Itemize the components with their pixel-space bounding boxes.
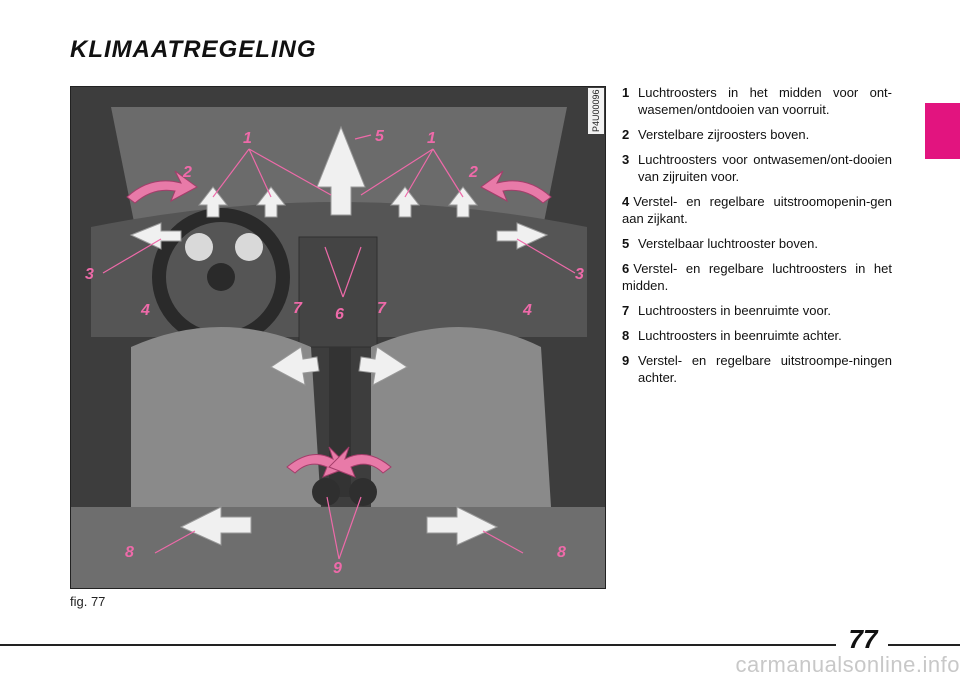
legend-number: 1 <box>622 85 630 100</box>
legend-number: 6 <box>622 261 630 276</box>
legend-number: 9 <box>622 353 630 368</box>
callout-8-right: 8 <box>557 544 566 561</box>
legend-text: Verstel- en regelbare luchtroosters in h… <box>622 261 892 293</box>
interior-illustration: 1 1 2 2 3 3 4 4 5 6 7 7 8 8 9 <box>71 87 605 588</box>
legend-item: 5 Verstelbaar luchtrooster boven. <box>622 235 892 252</box>
legend-number: 7 <box>622 303 630 318</box>
callout-7-right: 7 <box>377 300 387 317</box>
legend-text: Verstelbaar luchtrooster boven. <box>638 236 818 251</box>
callout-9: 9 <box>333 560 342 577</box>
legend-text: Luchtroosters in het midden voor ont-was… <box>638 85 892 117</box>
legend-item: 1 Luchtroosters in het midden voor ont-wa… <box>622 84 892 118</box>
legend-text: Luchtroosters voor ontwasemen/ont-dooien… <box>638 152 892 184</box>
callout-3-left: 3 <box>85 266 94 283</box>
legend-number: 5 <box>622 236 630 251</box>
callout-1-left: 1 <box>243 130 252 147</box>
page-number: 77 <box>848 624 878 654</box>
legend-text: Luchtroosters in beenruimte achter. <box>638 328 842 343</box>
figure-car-interior: 1 1 2 2 3 3 4 4 5 6 7 7 8 8 9 <box>70 86 606 589</box>
legend-item: 8 Luchtroosters in beenruimte achter. <box>622 327 892 344</box>
legend-number: 3 <box>622 152 630 167</box>
callout-2-right: 2 <box>468 164 478 181</box>
callout-3-right: 3 <box>575 266 584 283</box>
legend-item: 3 Luchtroosters voor ontwasemen/ont-dooie… <box>622 151 892 185</box>
callout-4-right: 4 <box>522 302 532 319</box>
legend-number: 8 <box>622 328 630 343</box>
callout-7-left: 7 <box>293 300 303 317</box>
legend-text: Verstelbare zijroosters boven. <box>638 127 810 142</box>
figure-code: P4U00096 <box>588 88 604 134</box>
legend-text: Verstel- en regelbare uitstroomopenin-ge… <box>622 194 892 226</box>
footer-rule-right <box>888 644 960 646</box>
watermark: carmanualsonline.info <box>735 652 960 677</box>
legend-text: Luchtroosters in beenruimte voor. <box>638 303 831 318</box>
legend-item: 2 Verstelbare zijroosters boven. <box>622 126 892 143</box>
legend-item: 9 Verstel- en regelbare uitstroompe-ninge… <box>622 352 892 386</box>
callout-2-left: 2 <box>182 164 192 181</box>
figure-caption: fig. 77 <box>70 594 106 609</box>
legend-text: Verstel- en regelbare uitstroompe-ningen… <box>638 353 892 385</box>
callout-4-left: 4 <box>140 302 150 319</box>
section-tab <box>925 103 960 159</box>
callout-1-right: 1 <box>427 130 436 147</box>
callout-5: 5 <box>375 128 385 145</box>
legend-list: 1 Luchtroosters in het midden voor ont-wa… <box>622 84 892 394</box>
legend-number: 2 <box>622 127 630 142</box>
legend-item: 7 Luchtroosters in beenruimte voor. <box>622 302 892 319</box>
page-title: KLIMAATREGELING <box>70 36 317 63</box>
callout-8-left: 8 <box>125 544 134 561</box>
footer-rule-left <box>0 644 836 646</box>
legend-number: 4 <box>622 194 630 209</box>
callout-6: 6 <box>335 306 344 323</box>
